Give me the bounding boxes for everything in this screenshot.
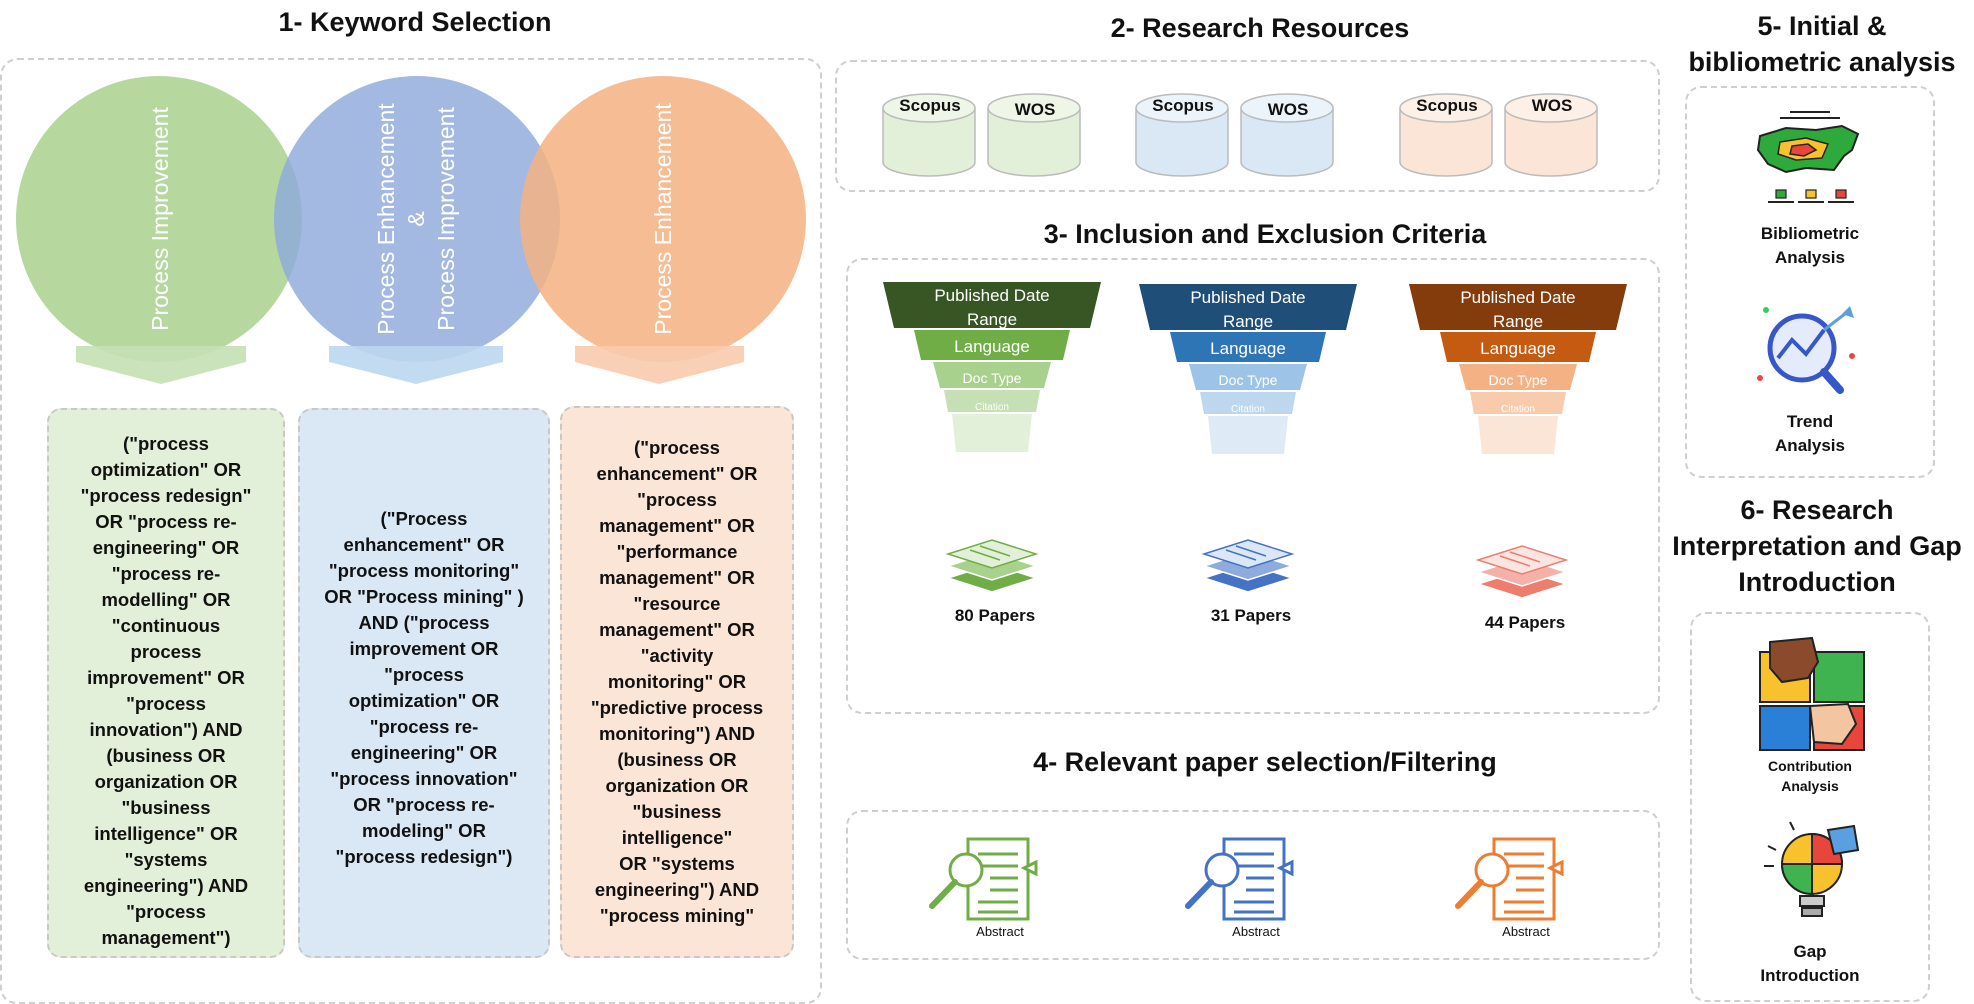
- abstract-label-green: Abstract: [976, 924, 1024, 939]
- arrow-green: [76, 346, 246, 384]
- criteria-title: 3- Inclusion and Exclusion Criteria: [1043, 219, 1487, 249]
- query-text-enhancement: ("process enhancement" OR "process manag…: [590, 437, 764, 926]
- query-box-both: ("Process enhancement" OR "process monit…: [298, 408, 550, 958]
- db-group-orange: [1399, 93, 1598, 177]
- funnel-green-language: Language: [954, 337, 1030, 356]
- query-text-improvement: ("process optimization" OR "process rede…: [80, 433, 252, 948]
- db-label-scopus-1: Scopus: [899, 96, 961, 115]
- filtering-panel: [846, 810, 1660, 960]
- funnel-blue-date: Published Date Range: [1190, 288, 1306, 331]
- abstract-search-green-icon: [929, 837, 1038, 921]
- circle-process-improvement: [16, 76, 302, 362]
- query-box-improvement: ("process optimization" OR "process rede…: [47, 408, 285, 958]
- db-label-scopus-3: Scopus: [1416, 96, 1478, 115]
- papers-count-blue: 31 Papers: [1210, 606, 1292, 625]
- abstract-label-blue: Abstract: [1232, 924, 1280, 939]
- keyword-arrows: [76, 346, 744, 384]
- funnel-green-date: Published Date Range: [934, 286, 1050, 329]
- circle-label-both: Process Enhancement & Process Improvemen…: [373, 103, 459, 335]
- paper-stack-green-icon: [945, 539, 1039, 593]
- db-cylinder-wos-2: [1240, 93, 1334, 177]
- contribution-analysis-label: Contribution Analysis: [1768, 758, 1852, 794]
- paper-stacks: [945, 539, 1569, 599]
- contribution-puzzle-icon: [1759, 636, 1865, 751]
- circle-process-enhancement: [520, 76, 806, 362]
- bibliometric-analysis-label: Bibliometric Analysis: [1760, 224, 1860, 267]
- db-group-blue: [1135, 93, 1334, 177]
- db-label-scopus-2: Scopus: [1152, 96, 1214, 115]
- map-chart-icon: [1756, 111, 1860, 203]
- papers-count-green: 80 Papers: [954, 606, 1036, 625]
- funnel-orange-doctype: Doc Type: [1488, 372, 1548, 388]
- keyword-selection-title: 1- Keyword Selection: [278, 7, 552, 37]
- funnel-orange: [1409, 284, 1627, 454]
- abstract-search-orange-icon: [1455, 837, 1564, 921]
- initial-analysis-panel: [1685, 86, 1935, 478]
- db-cylinder-wos-1: [987, 93, 1081, 177]
- papers-count-orange: 44 Papers: [1484, 613, 1566, 632]
- arrow-orange: [575, 346, 744, 384]
- database-cylinders: [882, 93, 1598, 177]
- funnel-blue-doctype: Doc Type: [1218, 372, 1278, 388]
- db-cylinder-wos-3: [1504, 93, 1598, 177]
- gap-lightbulb-puzzle-icon: [1764, 821, 1860, 917]
- db-group-green: [882, 93, 1081, 177]
- db-label-wos-3: WOS: [1531, 96, 1573, 115]
- circle-both: [274, 76, 560, 362]
- trend-analysis-icon: [1757, 306, 1855, 394]
- abstract-icons: [929, 837, 1564, 921]
- funnel-green-doctype: Doc Type: [962, 370, 1022, 386]
- arrow-blue: [329, 346, 503, 384]
- research-resources-panel: [835, 60, 1660, 192]
- circle-label-improvement: Process Improvement: [147, 107, 173, 331]
- funnel-green-citation: Citation: [975, 402, 1009, 413]
- trend-analysis-label: Trend Analysis: [1775, 412, 1845, 455]
- abstract-search-blue-icon: [1185, 837, 1294, 921]
- interpretation-title: 6- Research Interpretation and Gap Intro…: [1672, 495, 1962, 597]
- query-box-enhancement: ("process enhancement" OR "process manag…: [560, 406, 794, 958]
- funnel-blue-language: Language: [1210, 339, 1286, 358]
- db-cylinder-scopus-3: [1399, 93, 1493, 177]
- db-cylinder-scopus-2: [1135, 93, 1229, 177]
- db-cylinder-scopus-1: [882, 93, 976, 177]
- keyword-selection-panel: [0, 58, 822, 1004]
- paper-stack-orange-icon: [1475, 545, 1569, 599]
- initial-analysis-title: 5- Initial & bibliometric analysis: [1688, 11, 1956, 77]
- query-text-both: ("Process enhancement" OR "process monit…: [324, 508, 524, 867]
- funnel-blue-citation: Citation: [1231, 404, 1265, 415]
- interpretation-panel: [1690, 612, 1930, 1002]
- funnel-blue: [1139, 284, 1357, 454]
- funnel-green: [883, 282, 1101, 452]
- db-label-wos-2: WOS: [1267, 100, 1309, 119]
- paper-stack-blue-icon: [1201, 539, 1295, 593]
- db-label-wos-1: WOS: [1014, 100, 1056, 119]
- circle-label-enhancement: Process Enhancement: [650, 103, 676, 335]
- filtering-title: 4- Relevant paper selection/Filtering: [1033, 747, 1497, 777]
- abstract-label-orange: Abstract: [1502, 924, 1550, 939]
- research-resources-title: 2- Research Resources: [1110, 13, 1410, 43]
- funnel-orange-language: Language: [1480, 339, 1556, 358]
- funnels: [883, 282, 1627, 454]
- funnel-orange-citation: Citation: [1501, 404, 1535, 415]
- criteria-panel: [846, 258, 1660, 714]
- funnel-orange-date: Published Date Range: [1460, 288, 1576, 331]
- gap-introduction-label: Gap Introduction: [1760, 942, 1860, 985]
